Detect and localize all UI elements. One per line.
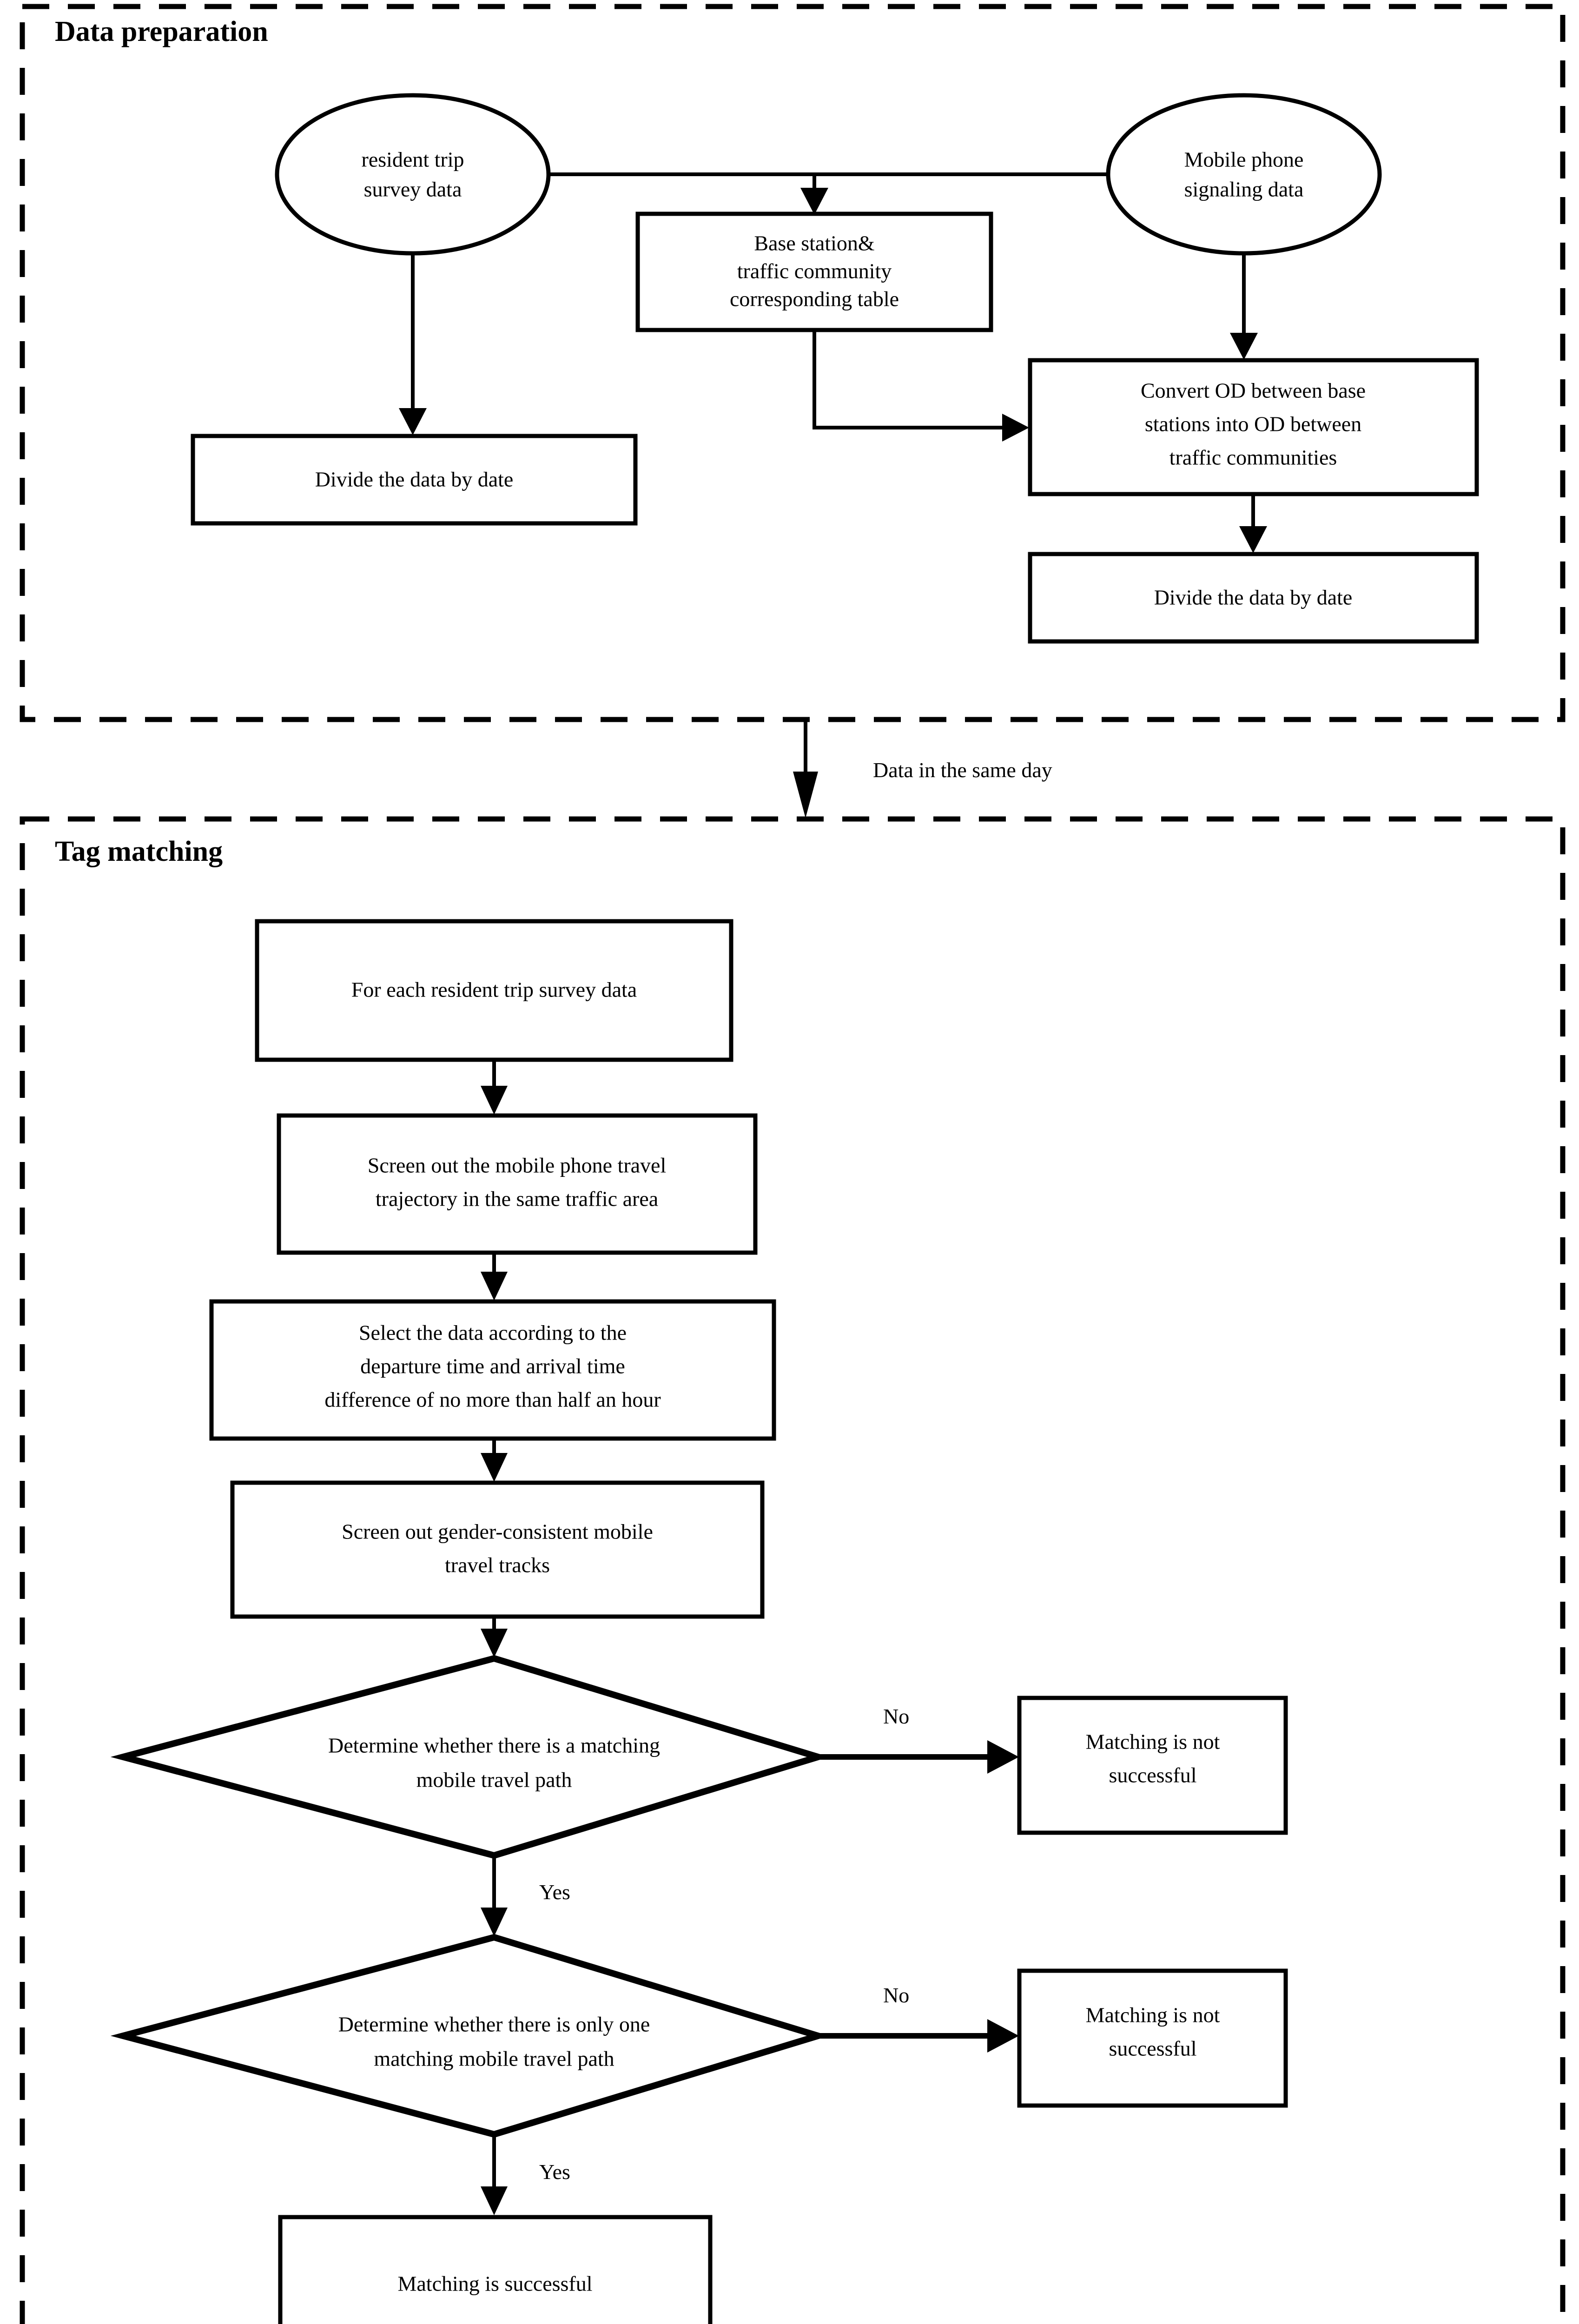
arrowhead-to-divide-right: [1239, 526, 1267, 553]
node-screen-gender-line1: Screen out gender-consistent mobile: [342, 1520, 653, 1544]
node-base-station-table-line2: traffic community: [737, 259, 892, 283]
node-convert-od-line3: traffic communities: [1169, 446, 1337, 469]
edge-label-no-2: No: [883, 1983, 909, 2007]
lane-tag-matching-border: [20, 816, 1566, 2324]
node-convert-od-line1: Convert OD between base: [1141, 379, 1366, 403]
edge-label-yes-1: Yes: [539, 1880, 570, 1904]
arrowhead-lane-transfer: [793, 772, 818, 818]
node-decision-only-one-line1: Determine whether there is only one: [338, 2013, 650, 2036]
lane-title-data-preparation: Data preparation: [55, 16, 268, 47]
arrowhead-to-convert: [1230, 333, 1258, 360]
node-for-each-survey-label: For each resident trip survey data: [351, 978, 637, 1002]
arrowhead-screen-to-select: [481, 1272, 508, 1301]
node-screen-trajectory-line2: trajectory in the same traffic area: [376, 1187, 658, 1211]
node-divide-data-right-label: Divide the data by date: [1154, 586, 1353, 609]
node-matching-successful[interactable]: [278, 2215, 713, 2324]
node-screen-trajectory-line1: Screen out the mobile phone travel: [368, 1154, 667, 1177]
edge-base-station-to-convert: [813, 330, 1017, 429]
arrowhead-to-divide-left: [399, 408, 427, 435]
arrowhead-base-station-to-convert: [1002, 414, 1029, 442]
node-resident-trip-survey-data-line1: resident trip: [362, 148, 464, 172]
arrowhead-foreach-to-screen: [481, 1086, 508, 1115]
node-decision-only-one-line2: matching mobile travel path: [374, 2047, 614, 2071]
node-not-successful-1-line1: Matching is not: [1086, 1730, 1220, 1754]
lane-title-tag-matching: Tag matching: [55, 836, 223, 867]
node-not-successful-2-line2: successful: [1109, 2037, 1196, 2060]
node-convert-od-line2: stations into OD between: [1145, 412, 1361, 436]
node-mobile-phone-signaling-data-line1: Mobile phone: [1184, 148, 1304, 172]
edge-label-yes-2: Yes: [539, 2160, 570, 2184]
node-mobile-phone-signaling-data-line2: signaling data: [1184, 178, 1304, 201]
node-matching-successful-label: Matching is successful: [397, 2272, 592, 2296]
node-not-successful-1[interactable]: [1017, 1696, 1288, 1835]
node-decision-has-match-line2: mobile travel path: [416, 1768, 572, 1792]
node-screen-gender-line2: travel tracks: [445, 1553, 550, 1577]
node-decision-has-match-line1: Determine whether there is a matching: [328, 1734, 660, 1757]
node-select-by-time-line3: difference of no more than half an hour: [324, 1388, 661, 1412]
node-select-by-time[interactable]: [209, 1299, 776, 1441]
node-divide-data-right[interactable]: [1028, 552, 1479, 644]
edge-label-no-1: No: [883, 1704, 909, 1728]
node-base-station-table-line1: Base station&: [754, 231, 874, 255]
node-mobile-phone-signaling-data[interactable]: [1106, 93, 1382, 256]
node-not-successful-1-line2: successful: [1109, 1763, 1196, 1787]
arrowhead-gender-to-decision1: [481, 1629, 508, 1657]
node-select-by-time-line1: Select the data according to the: [359, 1321, 627, 1345]
arrowhead-decision2-yes: [481, 2186, 508, 2215]
node-screen-gender[interactable]: [230, 1480, 765, 1619]
node-resident-trip-survey-data-line2: survey data: [364, 178, 462, 201]
node-divide-data-left-label: Divide the data by date: [315, 468, 514, 491]
node-not-successful-2-line1: Matching is not: [1086, 2003, 1220, 2027]
node-select-by-time-line2: departure time and arrival time: [360, 1354, 625, 1378]
arrowhead-select-to-gender: [481, 1453, 508, 1482]
node-divide-data-left[interactable]: [191, 434, 638, 526]
arrowhead-decision2-no: [987, 2019, 1019, 2053]
node-base-station-table-line3: corresponding table: [730, 287, 899, 311]
arrowhead-to-base-station: [800, 188, 828, 215]
node-not-successful-2[interactable]: [1017, 1968, 1288, 2108]
arrowhead-decision1-yes: [481, 1908, 508, 1936]
edge-label-lane-transfer: Data in the same day: [873, 758, 1052, 782]
arrowhead-decision1-no: [987, 1740, 1019, 1774]
node-resident-trip-survey-data[interactable]: [275, 93, 551, 256]
node-screen-trajectory[interactable]: [277, 1113, 758, 1255]
lane-data-preparation-border: [20, 4, 1566, 722]
